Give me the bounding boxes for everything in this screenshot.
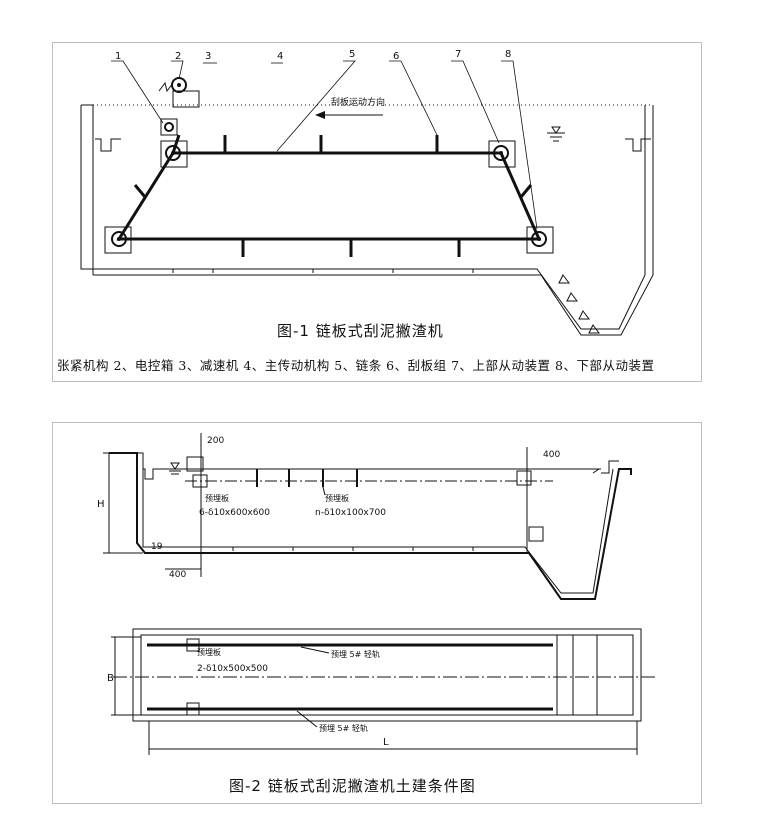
plate-label-a: 预埋板 <box>205 493 229 503</box>
plate-spec-a: 6-δ10x600x600 <box>199 508 270 518</box>
sludge-marks <box>558 274 600 334</box>
upper-right-sprocket <box>488 140 516 168</box>
scraper-flights-side <box>133 184 533 198</box>
callout-1: 1 <box>115 51 121 62</box>
civil-conditions-drawing: H 200 400 19 400 预埋板 6-δ10x600x600 预埋板 n… <box>97 433 657 755</box>
tank-floor-inner <box>89 105 646 330</box>
section-right-lip <box>592 468 600 474</box>
dim-400-right: 400 <box>543 450 560 460</box>
right-scum-trough <box>625 138 651 152</box>
tank-left-wall-outer <box>81 104 94 275</box>
figure1-panel: 刮板运动方向 1 2 3 4 5 6 7 8 图-1 链板式刮泥撇渣机 张紧机构… <box>52 42 702 382</box>
callout-leaders <box>111 60 538 230</box>
plan-plate-top <box>186 638 200 652</box>
chain-loop <box>116 151 542 241</box>
section-floor-marks <box>232 547 474 551</box>
plan-inner-outline <box>140 634 634 716</box>
callout-7: 7 <box>455 49 461 60</box>
tank-left-wall-inner <box>80 105 89 270</box>
plate-spec-b: n-δ10x100x700 <box>315 508 386 518</box>
figure1-caption: 图-1 链板式刮泥撇渣机 <box>277 322 444 340</box>
section-embedded-plates <box>186 456 544 542</box>
floor-ticks <box>172 269 474 273</box>
scraper-flights-top <box>223 135 439 153</box>
callout-2: 2 <box>175 51 181 62</box>
callout-4: 4 <box>277 51 283 62</box>
figure2-caption: 图-2 链板式刮泥撇渣机土建条件图 <box>229 777 476 795</box>
plan-plate-label: 预埋板 <box>197 647 221 657</box>
height-label: H <box>97 499 105 510</box>
upper-left-sprocket <box>160 140 188 168</box>
length-label: L <box>383 737 389 748</box>
callout-6: 6 <box>393 51 399 62</box>
plan-plate-spec: 2-δ10x500x500 <box>197 664 268 674</box>
callout-3: 3 <box>205 51 211 62</box>
section-right-trough <box>601 460 619 474</box>
scraper-flights-bottom <box>241 239 461 257</box>
rail-label-bottom: 预埋 5# 轻轨 <box>319 723 368 733</box>
figure1-legend: 张紧机构 2、电控箱 3、减速机 4、主传动机构 5、链条 6、刮板组 7、上部… <box>57 358 655 373</box>
dim-19: 19 <box>151 542 163 552</box>
lower-right-sprocket <box>526 226 554 254</box>
plan-outer-outline <box>132 628 642 722</box>
lower-left-sprocket <box>104 226 132 254</box>
chain-scraper-elevation-drawing: 刮板运动方向 1 2 3 4 5 6 7 8 <box>80 49 654 336</box>
tank-floor-outer <box>93 105 654 336</box>
left-scum-trough <box>95 138 121 152</box>
rail-top-leader <box>300 646 330 654</box>
plate-b-leader <box>322 486 326 496</box>
callout-8: 8 <box>505 49 511 60</box>
plan-plate-bottom <box>186 702 200 716</box>
section-hangers <box>256 469 358 487</box>
water-level-symbol <box>547 126 565 142</box>
plan-hopper-zone <box>556 634 634 716</box>
direction-arrow <box>315 111 383 119</box>
section-left-trough <box>143 468 161 480</box>
rail-label-top: 预埋 5# 轻轨 <box>331 649 380 659</box>
drive-chain <box>171 134 181 154</box>
rail-bottom-leader <box>296 710 318 728</box>
width-dimension <box>111 636 141 716</box>
section-water-symbol <box>169 462 181 475</box>
length-dimension <box>148 721 638 755</box>
width-label: B <box>107 673 114 684</box>
plate-label-b: 预埋板 <box>325 493 349 503</box>
direction-label: 刮板运动方向 <box>331 96 385 108</box>
dim-200: 200 <box>207 436 224 446</box>
figure2-panel: H 200 400 19 400 预埋板 6-δ10x600x600 预埋板 n… <box>52 422 702 804</box>
section-outer-profile <box>109 452 632 600</box>
callout-5: 5 <box>349 49 355 60</box>
dim-400-left: 400 <box>169 570 186 580</box>
drive-mechanism <box>158 77 200 136</box>
height-dimension <box>103 452 143 554</box>
